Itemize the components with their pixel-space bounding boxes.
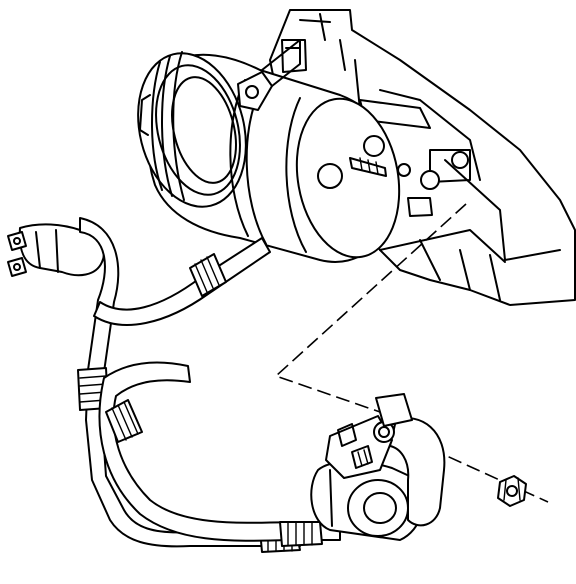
hex-nut-icon (497, 475, 527, 507)
retaining-nut (497, 475, 527, 507)
compressor-clutch-pulley (137, 51, 247, 208)
alignment-line-upper (274, 203, 467, 413)
ac-compressor (137, 39, 401, 263)
manifold-fitting-upper-icon (7, 231, 27, 251)
engine-bracket (269, 9, 576, 306)
compressor-bolt-icon (349, 157, 387, 177)
bracket-bolt-3-icon (397, 163, 411, 177)
muffler (310, 393, 446, 541)
hose-manifold-assembly (7, 223, 105, 277)
discharge-hose (93, 237, 341, 547)
bracket-bolt-2-icon (420, 170, 440, 190)
bracket-bolt-1-icon (451, 151, 469, 169)
manifold-fitting-lower-icon (7, 257, 27, 277)
